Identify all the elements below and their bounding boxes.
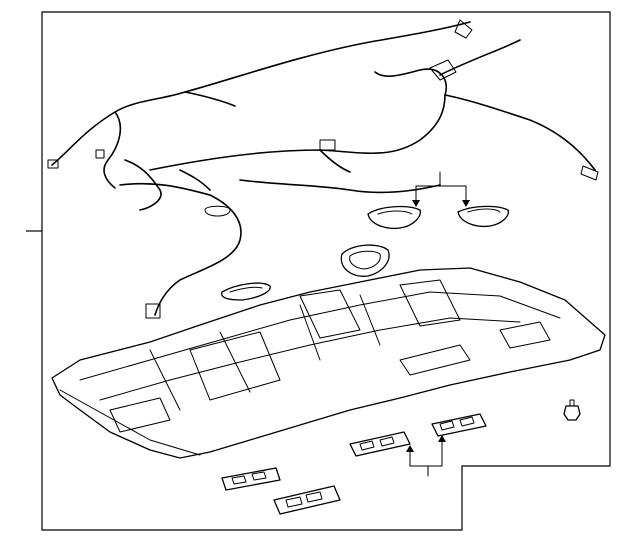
diagram-frame <box>26 11 611 531</box>
map-lamp-right[interactable] <box>431 413 487 437</box>
sunvisor-holder-right[interactable] <box>457 205 509 228</box>
callout-bracket-bottom <box>406 435 446 477</box>
roof-wire-harness[interactable] <box>47 19 599 319</box>
rear-lamp-assembly[interactable] <box>221 467 281 491</box>
assist-grip-cover[interactable] <box>221 282 271 301</box>
sunvisor-holder-left[interactable] <box>367 205 421 230</box>
headliner-panel[interactable] <box>51 267 606 459</box>
push-retainer-clip[interactable] <box>563 399 581 421</box>
callout-bracket-top <box>412 171 470 207</box>
dome-lamp-bezel[interactable] <box>340 244 390 277</box>
overhead-console[interactable] <box>273 485 341 515</box>
map-lamp-left[interactable] <box>349 431 411 457</box>
